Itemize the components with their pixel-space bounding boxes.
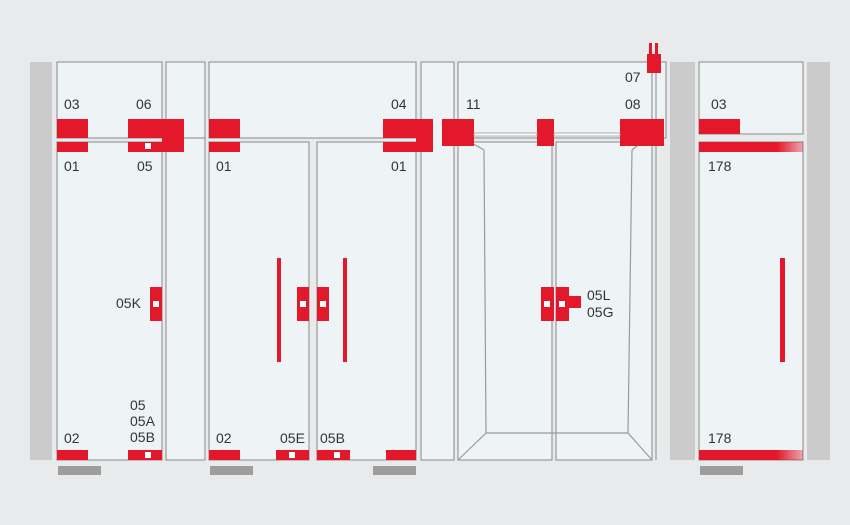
- fitting-track-mid: [537, 119, 554, 146]
- label-05b-bottom: 05B: [130, 429, 155, 445]
- wall-middle: [670, 62, 695, 460]
- fitting-06: [128, 119, 184, 138]
- top-fittings: [57, 43, 803, 152]
- fitting-center-left-top: [209, 119, 240, 138]
- label-07: 07: [625, 69, 641, 85]
- label-05k: 05K: [116, 295, 141, 311]
- fitting-07-pin-2: [655, 43, 658, 55]
- label-06: 06: [136, 96, 152, 112]
- fitting-04: [383, 119, 433, 138]
- label-11: 11: [466, 96, 481, 112]
- transom-panel-center: [208, 61, 417, 139]
- label-03-left: 03: [64, 96, 80, 112]
- sliding-leaf-left: [457, 141, 553, 461]
- top-rails: [473, 132, 621, 137]
- fitting-178-bottom: [699, 450, 803, 460]
- label-03-right: 03: [711, 96, 727, 112]
- fitting-06-tail: [162, 138, 184, 152]
- label-05b-center: 05B: [320, 430, 345, 446]
- floor-guide-4: [700, 466, 743, 475]
- walls: [30, 62, 830, 460]
- fitting-178-top: [699, 142, 803, 152]
- label-05a-bottom: 05A: [130, 413, 155, 429]
- door-leaf-left: [56, 141, 163, 461]
- label-05e: 05E: [280, 430, 305, 446]
- top-rail-slider: [473, 132, 538, 137]
- label-01-left: 01: [64, 158, 80, 174]
- label-178-top: 178: [708, 158, 732, 174]
- fitting-11: [442, 119, 474, 146]
- fitting-center-bottom-right: [386, 450, 416, 460]
- fitting-01-center-right: [383, 142, 416, 152]
- door-leaf-center-right: [316, 141, 417, 461]
- label-02-center: 02: [216, 430, 232, 446]
- side-panel-1: [165, 61, 206, 461]
- wall-right: [807, 62, 830, 460]
- label-178-bottom: 178: [708, 430, 732, 446]
- floor-guide-2: [210, 466, 253, 475]
- label-08: 08: [625, 96, 641, 112]
- floor-guide-3: [373, 466, 416, 475]
- fitting-01-left: [57, 142, 88, 152]
- label-05l: 05L: [587, 287, 611, 303]
- fitting-05b-center: [317, 450, 350, 460]
- label-01-center-left: 01: [216, 158, 232, 174]
- label-01-center-right: 01: [391, 158, 407, 174]
- fixing-points: [145, 143, 565, 458]
- label-05g: 05G: [587, 304, 614, 320]
- label-04: 04: [391, 96, 407, 112]
- label-02-left: 02: [64, 430, 80, 446]
- fitting-01-center-left: [209, 142, 240, 152]
- glass-panels: [56, 61, 804, 461]
- handle-bar-2: [343, 258, 347, 362]
- fitting-03-left: [57, 119, 88, 138]
- label-05-top: 05: [137, 158, 153, 174]
- fitting-08: [620, 119, 664, 146]
- label-05-bottom: 05: [130, 397, 146, 413]
- floor-guides: [58, 466, 743, 475]
- wall-left: [30, 62, 52, 460]
- handle-bar-1: [277, 258, 281, 362]
- fitting-03-right: [699, 119, 740, 134]
- fitting-04-tail: [416, 138, 433, 152]
- fitting-07-pin-1: [649, 43, 652, 55]
- door-leaf-right: [698, 141, 804, 461]
- fitting-02-center: [209, 450, 240, 460]
- floor-guide-1: [58, 466, 101, 475]
- handle-bar-right: [780, 258, 785, 362]
- door-leaf-center-left: [208, 141, 310, 461]
- fitting-02-left: [57, 450, 88, 460]
- top-rail-slider-2: [553, 132, 621, 137]
- lock-05l-tab: [569, 296, 581, 308]
- fitting-07-base: [647, 54, 661, 73]
